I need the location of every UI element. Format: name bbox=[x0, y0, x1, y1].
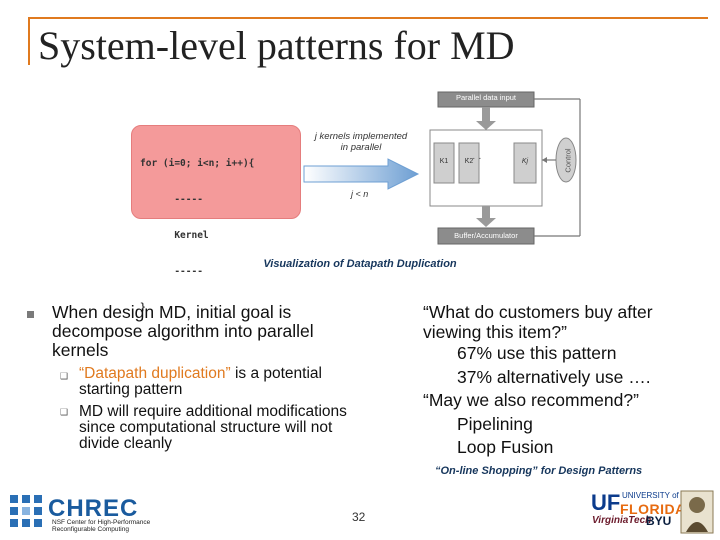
kernel-box-k1 bbox=[433, 142, 455, 184]
right-question: “What do customers buy after viewing thi… bbox=[423, 302, 653, 342]
code-line: } bbox=[140, 302, 146, 313]
sub-bullet-icon: ❑ bbox=[60, 407, 69, 417]
code-snippet: for (i=0; i<n; i++){ ----- Kernel ----- … bbox=[140, 134, 254, 326]
title-frame-top bbox=[28, 17, 708, 19]
portrait-seal-icon bbox=[680, 490, 714, 534]
arrow-label: j kernels implemented in parallel bbox=[314, 131, 408, 153]
code-line: ----- bbox=[140, 266, 203, 277]
control-label: Control bbox=[563, 148, 573, 173]
chrec-logo-icon bbox=[10, 495, 42, 527]
parallel-kernels-diagram bbox=[429, 91, 581, 245]
uf-florida-text: FLORIDA bbox=[620, 501, 686, 517]
right-recommend: “May we also recommend?” bbox=[423, 390, 639, 410]
chrec-logo-text: CHREC bbox=[48, 495, 139, 522]
arrow-sublabel: j < n bbox=[351, 189, 369, 199]
title-frame-left bbox=[28, 17, 30, 65]
figure-caption: Visualization of Datapath Duplication bbox=[263, 258, 457, 270]
slide-title: System-level patterns for MD bbox=[38, 23, 515, 68]
code-box bbox=[131, 125, 301, 219]
kernel-box-kj bbox=[513, 142, 537, 184]
right-stat-1: 67% use this pattern bbox=[457, 343, 617, 363]
sub-bullet-1: “Datapath duplication” is a potential st… bbox=[79, 366, 374, 398]
right-arrow-icon bbox=[303, 158, 420, 190]
right-column: “What do customers buy after viewing thi… bbox=[423, 302, 713, 460]
buffer-label: Buffer/Accumulator bbox=[454, 231, 518, 240]
kernel-label-k1: K1 bbox=[439, 158, 449, 165]
byu-logo: BYU bbox=[646, 514, 672, 528]
right-stat-2: 37% alternatively use …. bbox=[457, 366, 651, 387]
bullet-square-icon bbox=[27, 311, 34, 318]
code-line: for (i=0; i<n; i++){ bbox=[140, 158, 255, 169]
chrec-sub-line: NSF Center for High-Performance bbox=[52, 519, 151, 526]
sub-bullet-1-rest: is a potential starting pattern bbox=[79, 365, 322, 398]
kernel-box-k2 bbox=[458, 142, 480, 184]
sub-bullet-icon: ❑ bbox=[60, 371, 69, 381]
left-bullet-text: When design MD, initial goal is decompos… bbox=[52, 302, 314, 360]
parallel-input-label: Parallel data input bbox=[455, 93, 517, 102]
sub-bullet-2: MD will require additional modifications… bbox=[79, 403, 347, 452]
chrec-sub-line: Reconfigurable Computing bbox=[52, 526, 129, 533]
chrec-logo-subtitle: NSF Center for High-Performance Reconfig… bbox=[52, 519, 150, 533]
right-loop-fusion: Loop Fusion bbox=[457, 437, 554, 457]
uf-university-text: UNIVERSITY of bbox=[622, 491, 679, 500]
code-line: Kernel bbox=[140, 230, 209, 241]
online-caption: “On-line Shopping” for Design Patterns bbox=[435, 465, 643, 477]
right-pipelining: Pipelining bbox=[457, 413, 533, 434]
code-line: ----- bbox=[140, 194, 203, 205]
sub-bullet-1-quote: “Datapath duplication” bbox=[79, 365, 231, 382]
kernel-label-kj: Kj bbox=[521, 158, 529, 165]
kernel-ellipsis: · · · bbox=[466, 153, 482, 164]
kernel-label-k2: K2 bbox=[464, 158, 474, 165]
uf-logo-text: UF bbox=[591, 490, 621, 515]
page-number: 32 bbox=[352, 510, 366, 524]
virginia-tech-logo: VirginiaTech bbox=[592, 515, 652, 526]
